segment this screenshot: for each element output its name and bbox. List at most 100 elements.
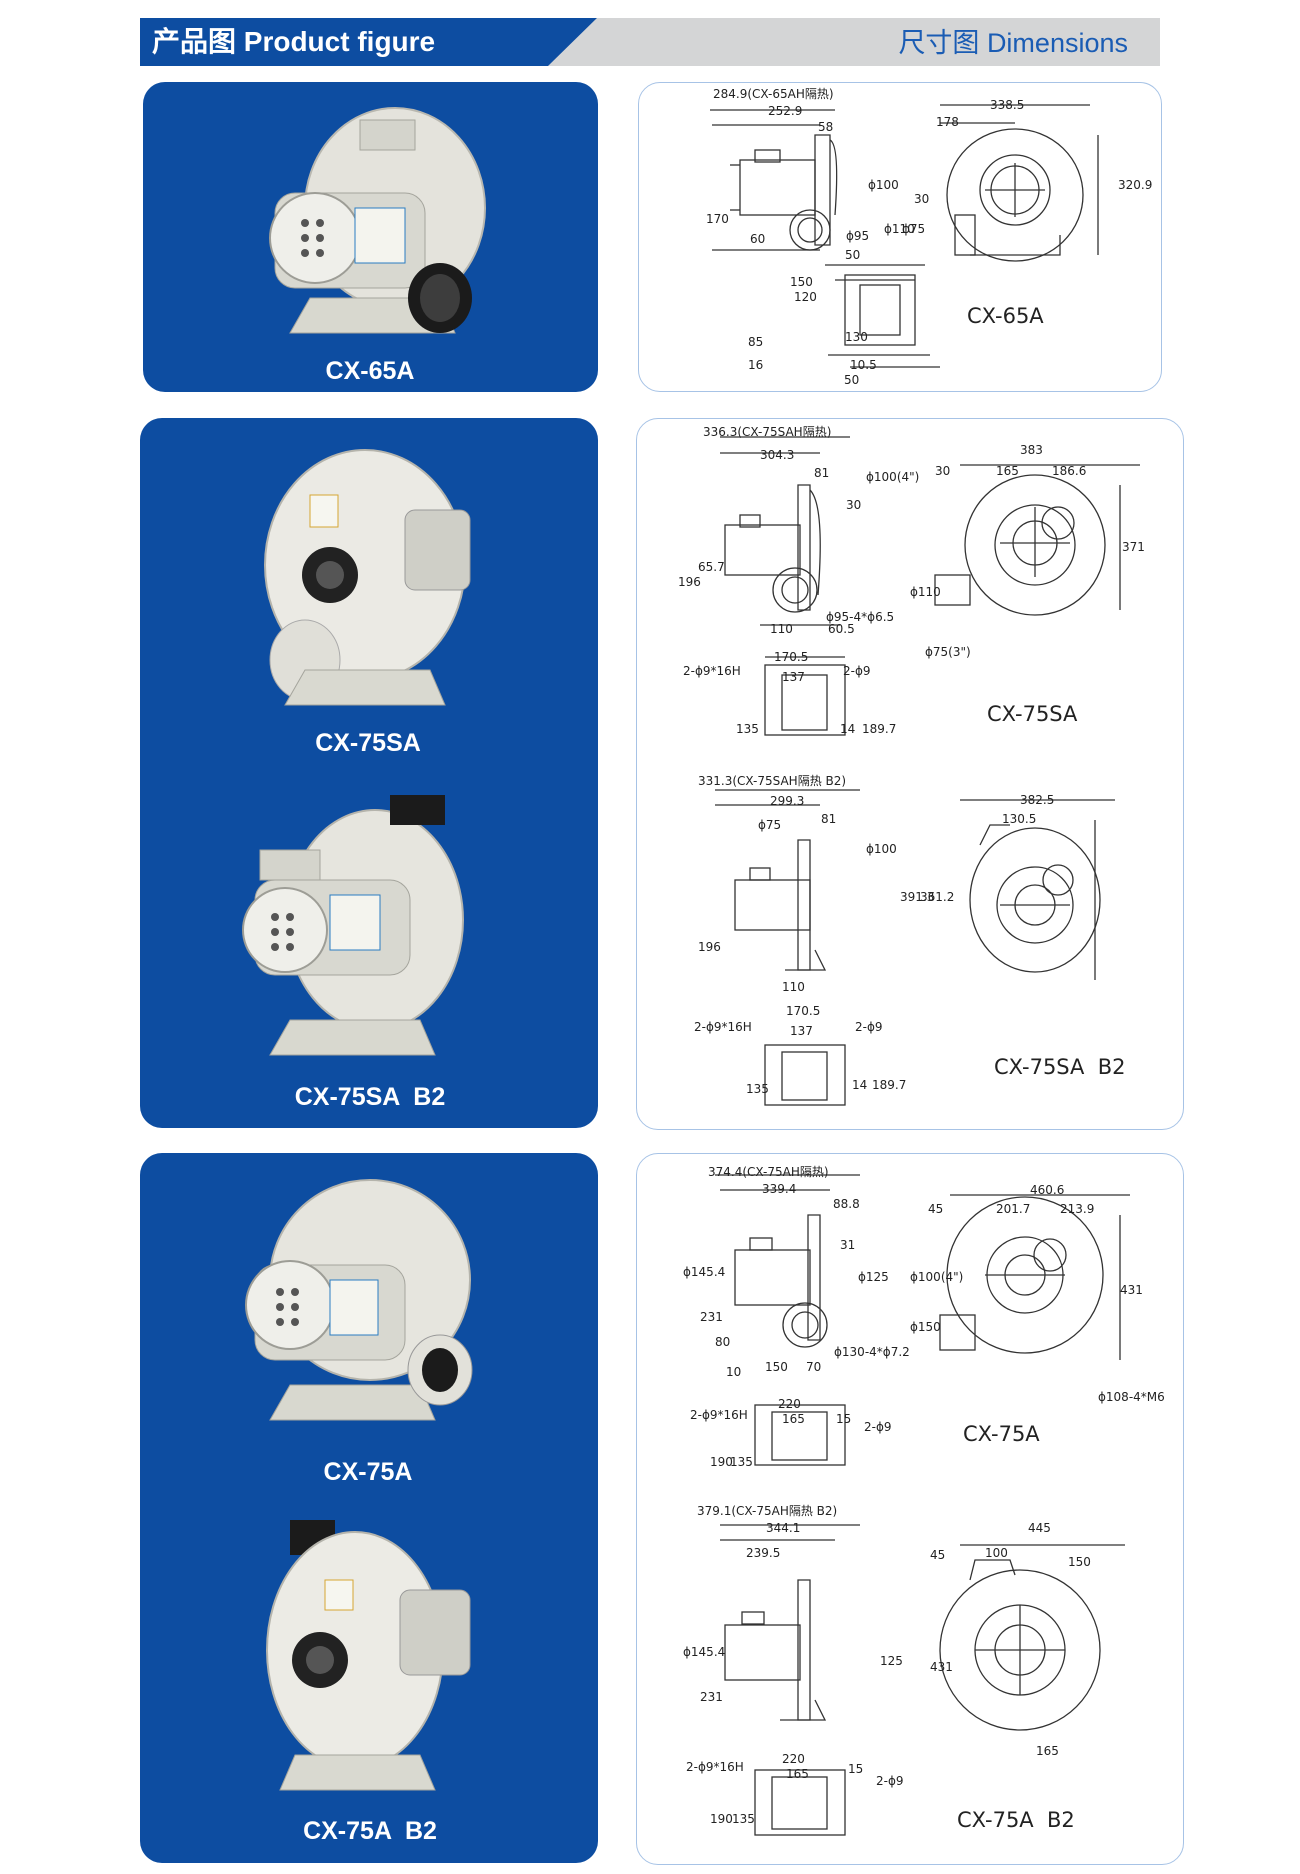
model-label: CX-75SA — [987, 702, 1078, 726]
dimension-label: 391.3 — [900, 890, 935, 904]
product-label: CX-75SA B2 — [294, 1083, 446, 1111]
dimension-label: 45 — [928, 1202, 944, 1216]
dimension-label: 137 — [790, 1024, 813, 1038]
dimension-label: ϕ150 — [910, 1320, 941, 1334]
dimension-label: 2-ϕ9*16H — [686, 1760, 744, 1774]
dimension-label: 231 — [700, 1690, 723, 1704]
dimension-label: ϕ108-4*M6 — [1098, 1390, 1165, 1404]
dimension-label: ϕ75(3") — [925, 645, 971, 659]
dimension-label: 2-ϕ9 — [876, 1774, 904, 1788]
dimension-label: 2-ϕ9 — [864, 1420, 892, 1434]
dimension-label: 460.6 — [1030, 1183, 1065, 1197]
dimension-label: 2-ϕ9*16H — [683, 664, 741, 678]
technical-drawing — [715, 1174, 1130, 1466]
dimension-label: 50 — [845, 248, 861, 262]
dimension-label: ϕ75 — [902, 222, 926, 236]
dimension-label: 239.5 — [746, 1546, 781, 1560]
dimension-label: 431 — [1120, 1283, 1143, 1297]
dimension-label: 2-ϕ9*16H — [694, 1020, 752, 1034]
dimension-label: ϕ110 — [884, 222, 915, 236]
product-label: CX-75SA — [315, 729, 421, 757]
product-figure-title: 产品图 Product figure — [152, 26, 436, 57]
dimension-label: 190 — [710, 1455, 733, 1469]
product-label: CX-75A B2 — [303, 1817, 437, 1845]
model-label: CX-65A — [967, 304, 1044, 328]
dimension-label: 85 — [748, 335, 764, 349]
dimension-label: 213.9 — [1060, 1202, 1095, 1216]
dimension-label: 58 — [818, 120, 834, 134]
product-label: CX-65A — [325, 357, 415, 385]
dimension-label: 170 — [706, 212, 729, 226]
dimension-label: 120 — [794, 290, 817, 304]
dimension-label: ϕ125 — [858, 1270, 889, 1284]
dimension-label: 60 — [750, 232, 766, 246]
dimension-label: 186.6 — [1052, 464, 1087, 478]
dimension-label: 10.5 — [850, 358, 877, 372]
dimension-label: 190 — [710, 1812, 733, 1826]
model-label: CX-75SA B2 — [994, 1055, 1126, 1079]
technical-drawing — [710, 104, 1099, 368]
dimension-label: 431 — [930, 1660, 953, 1674]
dimension-label: 10 — [726, 1365, 742, 1379]
blower-icon — [266, 1520, 471, 1791]
dimension-label: 31 — [840, 1238, 856, 1252]
dimension-label: 130.5 — [1002, 812, 1037, 826]
dimension-label: 165 — [996, 464, 1019, 478]
dimension-box-cx65a — [638, 82, 1162, 392]
dimension-label: 201.7 — [996, 1202, 1031, 1216]
dimension-label: 45 — [930, 1548, 946, 1562]
dimension-label: 80 — [715, 1335, 731, 1349]
dimension-label: 150 — [765, 1360, 788, 1374]
dimension-label: 137 — [782, 670, 805, 684]
dimension-label: 150 — [1068, 1555, 1091, 1569]
dimension-label: 15 — [848, 1762, 864, 1776]
dimension-label: 231 — [700, 1310, 723, 1324]
dimension-label: 371 — [1122, 540, 1145, 554]
dimension-label: 135 — [730, 1455, 753, 1469]
dimension-box-cx75a — [636, 1153, 1184, 1865]
dimension-label: 14 — [840, 722, 856, 736]
dimension-label: 70 — [806, 1360, 822, 1374]
blower-icon — [245, 1179, 473, 1421]
dimension-label: 16 — [748, 358, 764, 372]
dimension-label: 382.5 — [1020, 793, 1055, 807]
dimension-label: 165 — [782, 1412, 805, 1426]
header-title-bar — [140, 18, 600, 66]
dimension-label: 339.4 — [762, 1182, 797, 1196]
dimension-label: 60.5 — [828, 622, 855, 636]
dimension-label: 189.7 — [872, 1078, 907, 1092]
dimension-label: 338.5 — [990, 98, 1025, 112]
blower-icon — [269, 107, 486, 334]
dimension-label: 135 — [736, 722, 759, 736]
dimension-label: 361.2 — [920, 890, 955, 904]
dimension-label: 2-ϕ9*16H — [690, 1408, 748, 1422]
dimension-label: 50 — [844, 373, 860, 387]
dimensions-title: 尺寸图 Dimensions — [898, 28, 1128, 58]
dimension-label: 220 — [778, 1397, 801, 1411]
dimension-label: 178 — [936, 115, 959, 129]
header-dimensions-bar — [548, 18, 1160, 66]
dimension-label: 135 — [732, 1812, 755, 1826]
technical-drawing — [715, 789, 1115, 1106]
model-label: CX-75A — [963, 1422, 1040, 1446]
dimension-label: 125 — [880, 1654, 903, 1668]
dimension-label: 165 — [786, 1767, 809, 1781]
dimension-label: 65.7 — [698, 560, 725, 574]
dimension-label: 196 — [678, 575, 701, 589]
dimension-label: 100 — [985, 1546, 1008, 1560]
dimension-label: 383 — [1020, 443, 1043, 457]
dimension-label: 110 — [782, 980, 805, 994]
dimension-label: 344.1 — [766, 1521, 801, 1535]
blower-icon — [264, 449, 471, 706]
dimension-label: 374.4(CX-75AH隔热) — [708, 1165, 829, 1179]
product-label: CX-75A — [323, 1458, 413, 1486]
dimension-label: 379.1(CX-75AH隔热 B2) — [697, 1504, 838, 1518]
dimension-label: 110 — [770, 622, 793, 636]
dimension-label: ϕ130-4*ϕ7.2 — [834, 1345, 910, 1359]
dimension-label: 30 — [914, 192, 930, 206]
dimension-box-cx75sa — [636, 418, 1184, 1130]
dimension-label: 2-ϕ9 — [855, 1020, 883, 1034]
dimension-label: 284.9(CX-65AH隔热) — [713, 87, 834, 101]
dimension-label: 130 — [845, 330, 868, 344]
dimension-label: 189.7 — [862, 722, 897, 736]
